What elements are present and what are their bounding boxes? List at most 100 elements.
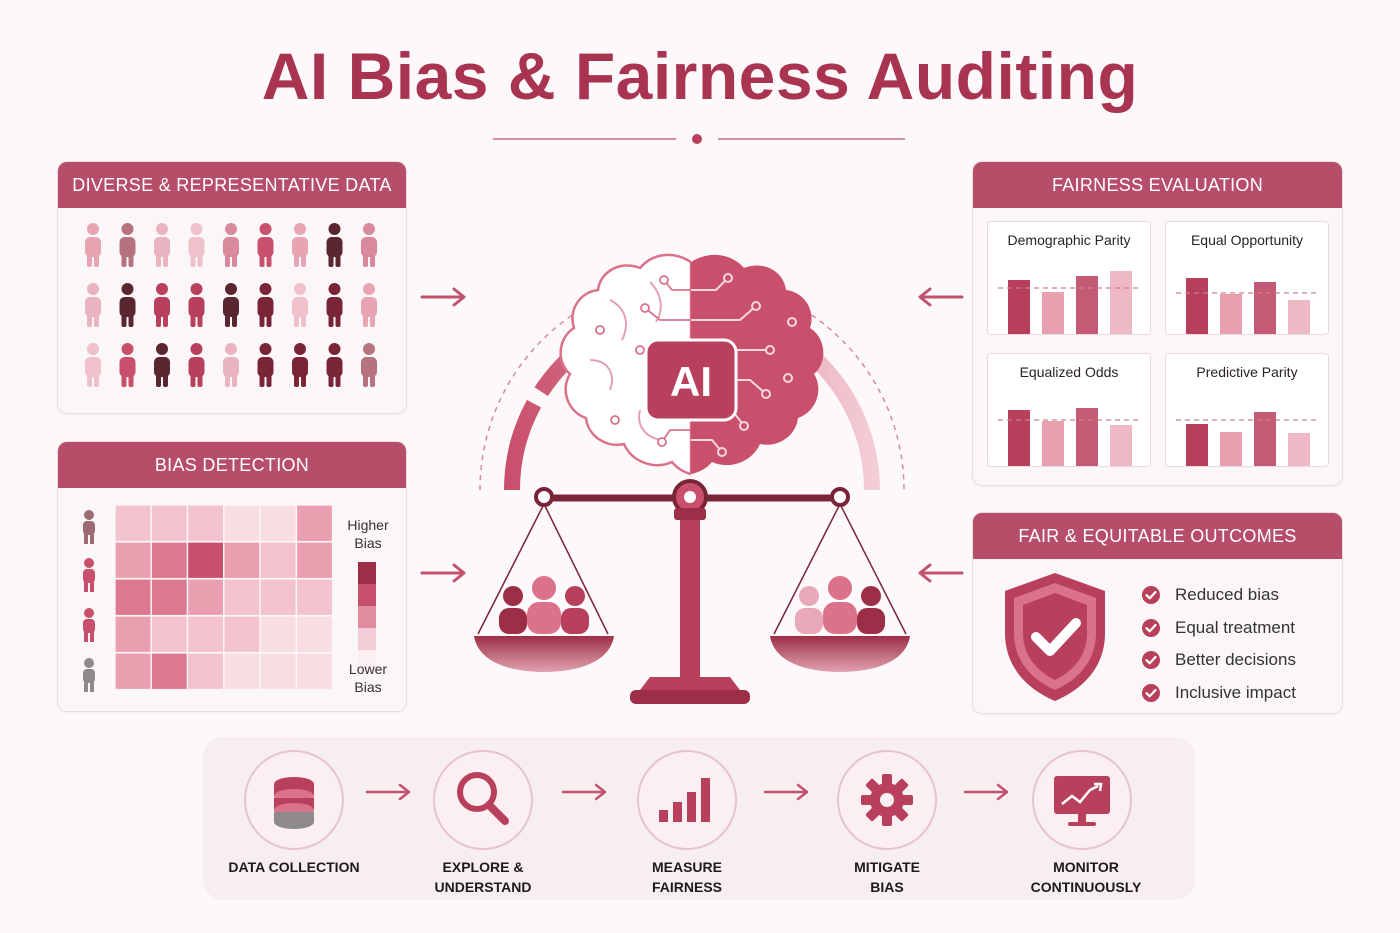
metric-bar: [1008, 410, 1030, 466]
heatmap-cell: [295, 615, 334, 654]
arrow-right-icon: [420, 287, 466, 307]
heatmap-cell: [187, 578, 225, 617]
legend-swatch: [358, 562, 376, 584]
heatmap-cell: [187, 615, 225, 654]
monitor-trend-icon: [1054, 776, 1110, 826]
heatmap-cell: [114, 615, 152, 654]
beam-end-left: [534, 487, 554, 507]
metric-demographic-parity: Demographic Parity: [987, 221, 1151, 335]
person-icon: [292, 283, 308, 327]
person-icon: [223, 343, 239, 387]
outcomes-list: Reduced bias Equal treatment Better deci…: [1141, 579, 1296, 709]
outcome-item: Equal treatment: [1141, 612, 1296, 645]
heatmap-cell: [259, 578, 297, 617]
diverse-data-panel: DIVERSE & REPRESENTATIVE DATA: [57, 161, 407, 414]
title-divider-dot: [692, 134, 702, 144]
heatmap-cell: [150, 578, 188, 617]
fairness-evaluation-header: FAIRNESS EVALUATION: [973, 162, 1342, 208]
ai-scale-illustration: AI: [474, 253, 910, 704]
metric-label: Predictive Parity: [1196, 364, 1298, 380]
person-icon: [223, 223, 239, 267]
person-icon: [257, 343, 274, 387]
heatmap-cell: [295, 578, 334, 617]
heatmap-cell: [223, 541, 261, 580]
heatmap-cell: [114, 541, 152, 580]
metric-chart: [998, 408, 1140, 466]
person-icon: [85, 223, 101, 267]
metric-bar: [1076, 276, 1098, 334]
arrow-right-icon: [420, 563, 466, 583]
person-icon: [85, 343, 101, 387]
check-circle-icon: [1142, 651, 1160, 670]
heatmap-cell: [223, 652, 261, 691]
person-icon: [361, 283, 377, 327]
scale-pan-right: [770, 636, 910, 672]
flow-arrow-icon: [365, 783, 411, 801]
heatmap-cell: [259, 652, 297, 691]
metric-label: Demographic Parity: [1007, 232, 1131, 248]
heatmap-cell: [114, 652, 152, 691]
heatmap-cell: [223, 615, 261, 654]
heatmap-cell: [295, 541, 334, 580]
metric-bar: [1186, 278, 1208, 334]
heatmap-cell: [150, 541, 188, 580]
person-icon: [83, 658, 95, 692]
heatmap-cell: [150, 652, 188, 691]
metric-bar: [1110, 271, 1132, 334]
metric-bar: [1042, 421, 1064, 466]
step-measure: [637, 750, 737, 850]
heatmap-cell: [259, 541, 297, 580]
page-title: AI Bias & Fairness Auditing: [261, 39, 1139, 113]
metric-chart: [1176, 412, 1318, 466]
person-icon: [83, 558, 95, 592]
beam-end-right: [830, 487, 850, 507]
metric-bar: [1254, 412, 1276, 466]
metric-bar: [1288, 433, 1310, 466]
person-icon: [292, 343, 308, 387]
legend-swatch: [358, 628, 376, 650]
database-icon: [274, 777, 314, 829]
person-icon: [119, 343, 136, 387]
scale-base-top: [640, 677, 740, 690]
heatmap-cell: [295, 504, 334, 543]
step-explore: [433, 750, 533, 850]
person-icon: [223, 283, 239, 327]
person-icon: [188, 223, 205, 267]
scale-base: [630, 690, 750, 704]
person-icon: [154, 223, 170, 267]
arrow-left-icon: [918, 563, 964, 583]
heatmap-cell: [187, 541, 225, 580]
outcome-item: Inclusive impact: [1141, 677, 1296, 710]
person-icon: [154, 343, 170, 387]
heatmap-cell: [150, 504, 188, 543]
step-mitigate: [837, 750, 937, 850]
bias-detection-panel: BIAS DETECTION Higher Bias Lower Bias: [57, 441, 407, 712]
metric-bar: [1220, 432, 1242, 466]
metric-predictive-parity: Predictive Parity: [1165, 353, 1329, 467]
check-circle-icon: [1142, 618, 1160, 637]
scale-post: [680, 512, 700, 677]
scale-pan-left: [474, 636, 614, 672]
outcome-item: Reduced bias: [1141, 579, 1296, 612]
diverse-data-header: DIVERSE & REPRESENTATIVE DATA: [58, 162, 406, 208]
person-icon: [326, 343, 343, 387]
heatmap-cell: [259, 615, 297, 654]
metric-label: Equal Opportunity: [1190, 232, 1304, 248]
shield-check-icon: [1005, 573, 1105, 701]
people-grid: [85, 223, 377, 387]
post-cap: [674, 508, 706, 520]
outcomes-panel: FAIR & EQUITABLE OUTCOMES Reduced bias E…: [972, 512, 1343, 714]
heatmap-cell: [150, 615, 188, 654]
metric-bar: [1110, 425, 1132, 466]
step-data-collection: [244, 750, 344, 850]
person-icon: [326, 223, 343, 267]
fairness-evaluation-panel: FAIRNESS EVALUATION Demographic Parity E…: [972, 161, 1343, 486]
flow-arrow-icon: [561, 783, 607, 801]
heatmap-cell: [259, 504, 297, 543]
flow-arrow-icon: [763, 783, 809, 801]
person-icon: [83, 608, 95, 642]
magnifier-icon: [457, 772, 509, 825]
title-divider-right: [718, 138, 905, 140]
